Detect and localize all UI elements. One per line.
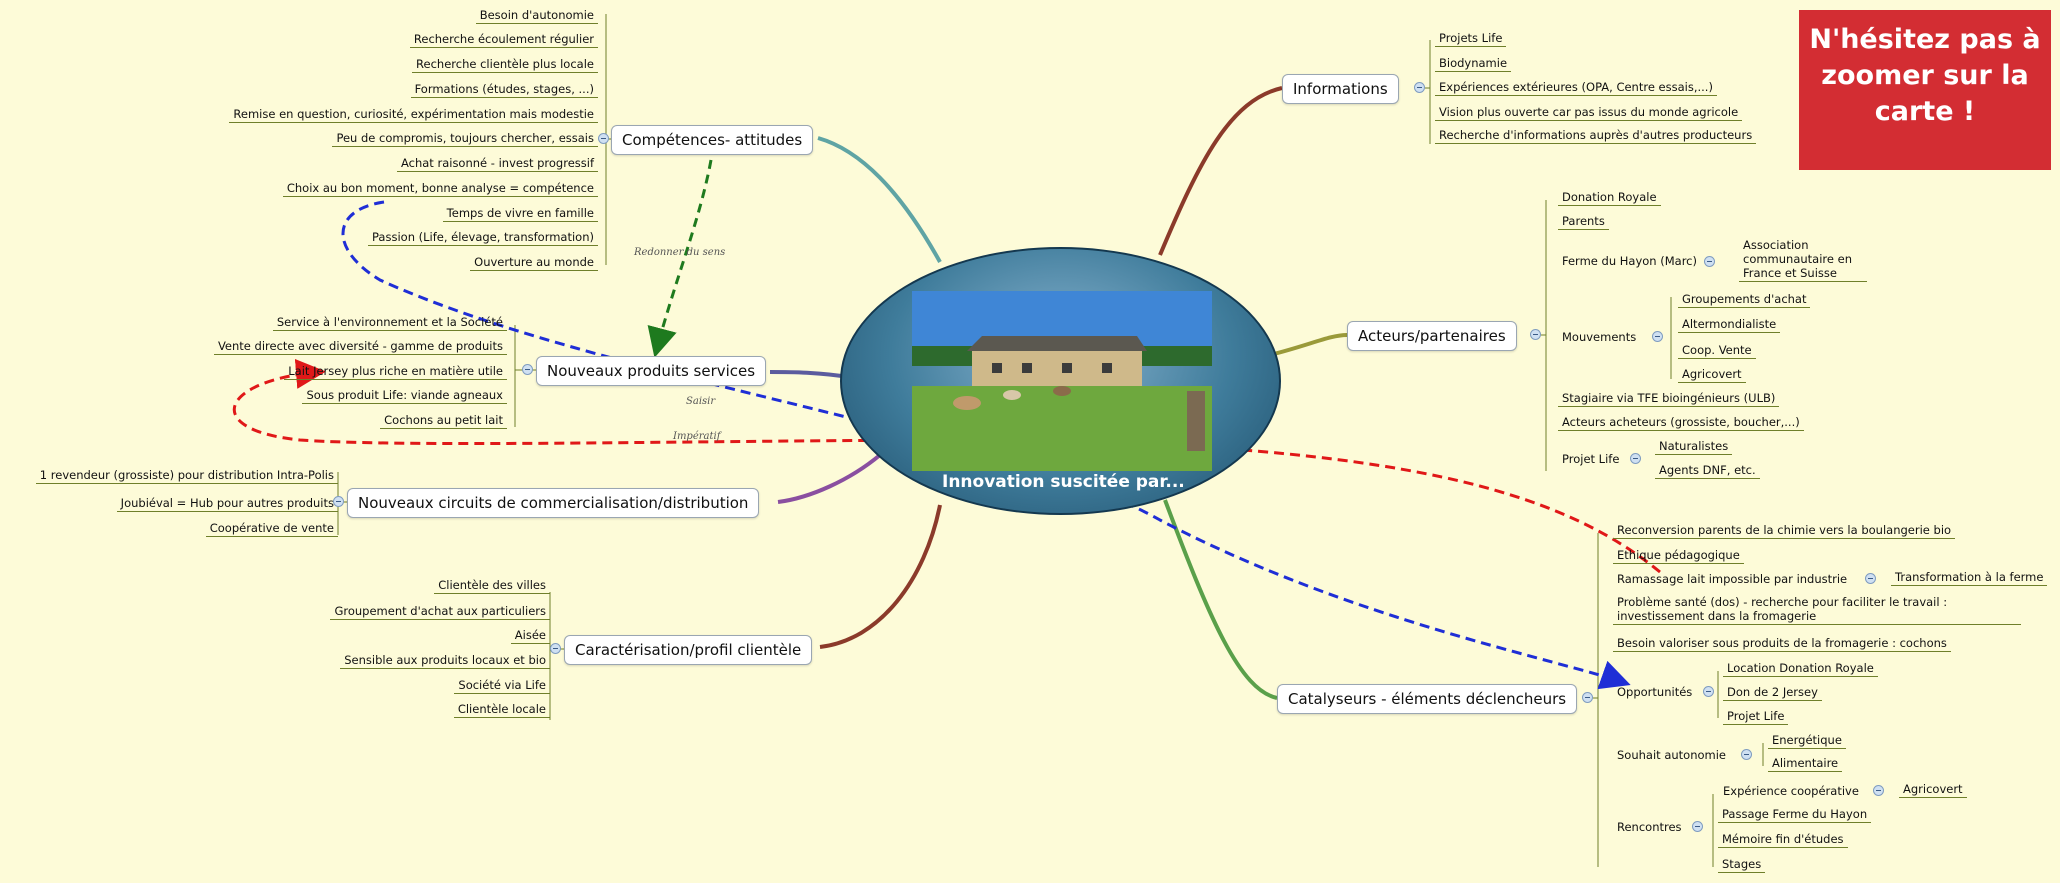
- leaf-clientele[interactable]: Sensible aux produits locaux et bio: [340, 653, 550, 669]
- banner-line-3: carte !: [1874, 96, 1976, 127]
- leaf-clientele[interactable]: Société via Life: [454, 678, 550, 694]
- leaf-produit[interactable]: Service à l'environnement et la Société: [272, 315, 507, 331]
- leaf-mouvement[interactable]: Altermondialiste: [1678, 317, 1781, 333]
- leaf-opportunite[interactable]: Projet Life: [1723, 709, 1789, 725]
- leaf-produit[interactable]: Vente directe avec diversité - gamme de …: [213, 339, 507, 355]
- leaf-competence[interactable]: Formations (études, stages, ...): [410, 82, 598, 98]
- leaf-catalyseur[interactable]: Problème santé (dos) - recherche pour fa…: [1613, 595, 2021, 625]
- leaf-acteur[interactable]: Stagiaire via TFE bioingénieurs (ULB): [1558, 391, 1780, 407]
- leaf-opportunite[interactable]: Don de 2 Jersey: [1723, 685, 1822, 701]
- collapse-toggle-icon[interactable]: [1741, 749, 1752, 760]
- leaf-circuit[interactable]: Joubiéval = Hub pour autres produits: [116, 496, 338, 512]
- node-rencontres[interactable]: Rencontres: [1617, 820, 1682, 834]
- branch-nouveaux-circuits[interactable]: Nouveaux circuits de commercialisation/d…: [347, 488, 760, 518]
- leaf-mouvement[interactable]: Coop. Vente: [1678, 343, 1756, 359]
- leaf-competence[interactable]: Passion (Life, élevage, transformation): [368, 230, 598, 246]
- branch-catalyseurs[interactable]: Catalyseurs - éléments déclencheurs: [1277, 684, 1578, 714]
- node-souhait-autonomie[interactable]: Souhait autonomie: [1617, 748, 1726, 762]
- leaf-circuit[interactable]: 1 revendeur (grossiste) pour distributio…: [35, 468, 338, 484]
- collapse-toggle-icon[interactable]: [598, 133, 609, 144]
- leaf-clientele[interactable]: Clientèle des villes: [434, 578, 550, 594]
- leaf-information[interactable]: Biodynamie: [1435, 56, 1512, 72]
- collapse-toggle-icon[interactable]: [1530, 329, 1541, 340]
- collapse-toggle-icon[interactable]: [1692, 821, 1703, 832]
- leaf-acteur[interactable]: Donation Royale: [1558, 190, 1661, 206]
- leaf-rencontre[interactable]: Mémoire fin d'études: [1718, 832, 1848, 848]
- collapse-toggle-icon[interactable]: [1865, 573, 1876, 584]
- leaf-souhait[interactable]: Energétique: [1768, 733, 1846, 749]
- leaf-catalyseur[interactable]: Reconversion parents de la chimie vers l…: [1613, 523, 1956, 539]
- leaf-competence[interactable]: Choix au bon moment, bonne analyse = com…: [282, 181, 598, 197]
- leaf-souhait[interactable]: Alimentaire: [1768, 756, 1843, 772]
- leaf-clientele[interactable]: Aisée: [510, 628, 550, 644]
- node-opportunites[interactable]: Opportunités: [1617, 685, 1693, 699]
- collapse-toggle-icon[interactable]: [333, 496, 344, 507]
- leaf-acteur[interactable]: Parents: [1558, 214, 1609, 230]
- leaf-catalyseur[interactable]: Ethique pédagogique: [1613, 548, 1744, 564]
- collapse-toggle-icon[interactable]: [1704, 256, 1715, 267]
- collapse-toggle-icon[interactable]: [1652, 331, 1663, 342]
- leaf-projet-life[interactable]: Naturalistes: [1655, 439, 1733, 455]
- leaf-information[interactable]: Recherche d'informations auprès d'autres…: [1435, 128, 1757, 144]
- leaf-information[interactable]: Expériences extérieures (OPA, Centre ess…: [1435, 80, 1717, 96]
- leaf-produit[interactable]: Sous produit Life: viande agneaux: [302, 388, 507, 404]
- branch-informations[interactable]: Informations: [1282, 74, 1399, 104]
- collapse-toggle-icon[interactable]: [1582, 692, 1593, 703]
- leaf-competence[interactable]: Remise en question, curiosité, expérimen…: [229, 107, 598, 123]
- collapse-toggle-icon[interactable]: [1873, 785, 1884, 796]
- collapse-toggle-icon[interactable]: [1414, 82, 1425, 93]
- node-mouvements[interactable]: Mouvements: [1562, 330, 1637, 344]
- branch-acteurs-partenaires[interactable]: Acteurs/partenaires: [1347, 321, 1517, 351]
- leaf-competence[interactable]: Ouverture au monde: [470, 255, 598, 271]
- branch-competences[interactable]: Compétences- attitudes: [611, 125, 814, 155]
- leaf-competence[interactable]: Peu de compromis, toujours chercher, ess…: [332, 131, 598, 147]
- node-ramassage[interactable]: Ramassage lait impossible par industrie: [1617, 572, 1848, 586]
- leaf-rencontre[interactable]: Stages: [1718, 857, 1766, 873]
- leaf-competence[interactable]: Recherche clientèle plus locale: [412, 57, 598, 73]
- collapse-toggle-icon[interactable]: [550, 643, 561, 654]
- relation-label-imperatif: Impératif: [673, 431, 721, 442]
- leaf-produit[interactable]: Lait Jersey plus riche en matière utile: [284, 364, 507, 380]
- branch-nouveaux-produits[interactable]: Nouveaux produits services: [536, 356, 767, 386]
- leaf-association[interactable]: Association communautaire en France et S…: [1739, 238, 1867, 282]
- leaf-acteur[interactable]: Acteurs acheteurs (grossiste, boucher,..…: [1558, 415, 1804, 431]
- leaf-competence[interactable]: Recherche écoulement régulier: [409, 32, 598, 48]
- banner-line-2: zoomer sur la: [1821, 60, 2029, 91]
- central-title: Innovation suscitée par...: [942, 472, 1185, 492]
- leaf-competence[interactable]: Achat raisonné - invest progressif: [396, 156, 598, 172]
- leaf-competence[interactable]: Besoin d'autonomie: [475, 8, 598, 24]
- node-ferme-du-hayon[interactable]: Ferme du Hayon (Marc): [1562, 254, 1697, 268]
- relation-label-redonner: Redonner du sens: [634, 247, 726, 258]
- banner-line-1: N'hésitez pas à: [1809, 24, 2041, 55]
- leaf-transformation[interactable]: Transformation à la ferme: [1891, 570, 2048, 586]
- leaf-information[interactable]: Projets Life: [1435, 31, 1507, 47]
- node-experience-cooperative[interactable]: Expérience coopérative: [1723, 784, 1859, 798]
- leaf-agricovert[interactable]: Agricovert: [1899, 782, 1967, 798]
- leaf-information[interactable]: Vision plus ouverte car pas issus du mon…: [1435, 105, 1743, 121]
- leaf-catalyseur[interactable]: Besoin valoriser sous produits de la fro…: [1613, 636, 1951, 652]
- leaf-projet-life[interactable]: Agents DNF, etc.: [1655, 463, 1760, 479]
- farm-photo: [912, 291, 1212, 471]
- leaf-rencontre[interactable]: Passage Ferme du Hayon: [1718, 807, 1872, 823]
- leaf-mouvement[interactable]: Agricovert: [1678, 367, 1746, 383]
- leaf-clientele[interactable]: Groupement d'achat aux particuliers: [330, 604, 550, 620]
- leaf-circuit[interactable]: Coopérative de vente: [205, 521, 338, 537]
- collapse-toggle-icon[interactable]: [1703, 686, 1714, 697]
- collapse-toggle-icon[interactable]: [522, 364, 533, 375]
- relation-label-saisir: Saisir: [686, 396, 716, 407]
- node-projet-life[interactable]: Projet Life: [1562, 452, 1620, 466]
- leaf-competence[interactable]: Temps de vivre en famille: [442, 206, 598, 222]
- zoom-hint-banner: N'hésitez pas à zoomer sur la carte !: [1799, 10, 2051, 170]
- leaf-produit[interactable]: Cochons au petit lait: [380, 413, 507, 429]
- leaf-opportunite[interactable]: Location Donation Royale: [1723, 661, 1878, 677]
- leaf-clientele[interactable]: Clientèle locale: [453, 702, 550, 718]
- collapse-toggle-icon[interactable]: [1630, 453, 1641, 464]
- branch-profil-clientele[interactable]: Caractérisation/profil clientèle: [564, 635, 813, 665]
- leaf-mouvement[interactable]: Groupements d'achat: [1678, 292, 1811, 308]
